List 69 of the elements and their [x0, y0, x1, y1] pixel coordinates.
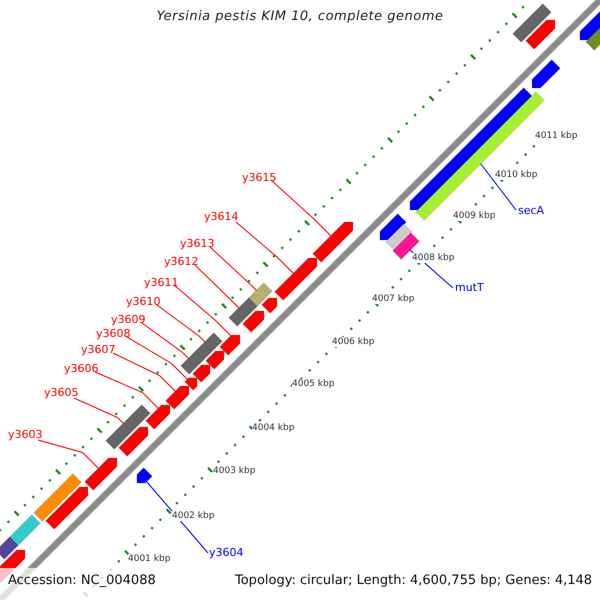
gene-label: mutT [455, 282, 484, 295]
leader-line [126, 336, 188, 380]
gene-label: y3614 [204, 211, 239, 224]
scale-label: 4005 kbp [292, 379, 334, 390]
gene-label: secA [518, 205, 544, 218]
leader-line [480, 163, 516, 210]
leader-line [38, 440, 99, 469]
scale-label: 4011 kbp [535, 131, 578, 142]
gene-label: y3603 [8, 429, 43, 442]
scale-label: 4006 kbp [332, 337, 374, 348]
gene-feature [205, 350, 224, 370]
scale-label: 4004 kbp [252, 423, 294, 434]
gene-block [228, 297, 258, 327]
gene-label: y3609 [111, 314, 146, 327]
gene-feature [136, 467, 153, 484]
leader-line [174, 284, 232, 336]
gene-label: y3606 [64, 363, 99, 376]
gene-feature [532, 59, 561, 88]
gene-block [248, 282, 273, 307]
leader-line [94, 372, 159, 409]
scale-label: 4008 kbp [412, 253, 454, 264]
gene-label: y3613 [180, 238, 215, 251]
leader-line [210, 246, 257, 291]
gene-feature [219, 334, 240, 356]
gene-feature [380, 213, 407, 240]
title: Yersinia pestis KIM 10, complete genome [156, 10, 444, 25]
gene-label: y3612 [164, 256, 199, 269]
leader-line [236, 222, 294, 274]
gene-block [105, 404, 151, 450]
gene-block [9, 514, 41, 546]
genome-info: Topology: circular; Length: 4,600,755 bp; Genes: 4,148 [235, 574, 592, 589]
leader-line [194, 264, 240, 308]
leader-line [74, 398, 124, 424]
leader-line [112, 352, 176, 392]
gene-feature [145, 404, 170, 430]
gene-label: y3608 [96, 328, 131, 341]
gene-block [512, 3, 552, 43]
gene-feature [184, 377, 198, 391]
scale-label: 4009 kbp [453, 211, 496, 222]
gene-feature [45, 486, 88, 530]
gene-feature [274, 258, 318, 301]
gene-label: y3607 [81, 344, 116, 357]
leader-line [270, 180, 332, 236]
accession-label: Accession: NC_004088 [8, 574, 156, 589]
scale-label: 4010 kbp [495, 170, 538, 180]
gene-feature [192, 364, 210, 383]
gene-label: y3611 [144, 277, 179, 290]
scale-label: 4001 kbp [128, 554, 170, 564]
gene-feature [242, 310, 264, 333]
gene-label: y3615 [242, 172, 277, 185]
gene-feature [165, 386, 190, 410]
gene-block [33, 473, 82, 522]
leader-line [142, 322, 189, 359]
scale-label: 4003 kbp [213, 466, 256, 476]
gene-feature [312, 222, 354, 263]
gene-feature [525, 20, 556, 50]
gene-label: y3610 [126, 296, 161, 309]
leader-line [146, 481, 208, 554]
gene-label: y3605 [44, 387, 79, 400]
gene-feature [118, 426, 148, 457]
scale-label: 4002 kbp [172, 511, 214, 522]
gene-feature [84, 458, 118, 491]
gene-block [0, 536, 19, 560]
gene-block [180, 350, 205, 375]
leader-line [156, 304, 206, 342]
gene-feature [261, 298, 278, 314]
gene-block [195, 332, 223, 360]
scale-label: 4007 kbp [372, 294, 414, 304]
gene-label: y3604 [209, 547, 244, 560]
